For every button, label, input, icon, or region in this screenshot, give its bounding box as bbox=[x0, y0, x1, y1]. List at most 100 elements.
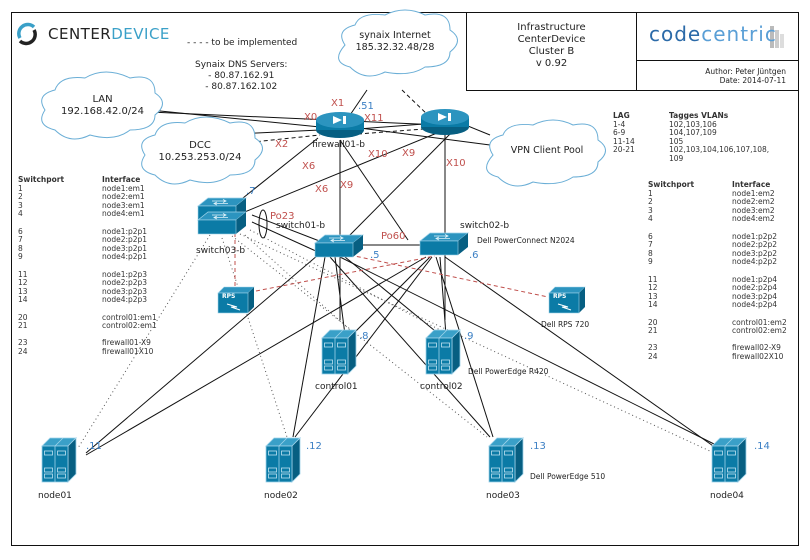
switchport-number: 1 bbox=[648, 188, 653, 198]
port-label-x2: X2 bbox=[275, 139, 289, 150]
switchport-number: 11 bbox=[648, 274, 658, 284]
interface-name: node1:em1 bbox=[102, 183, 145, 193]
switchport-number: 8 bbox=[18, 243, 23, 253]
switch02-ip: .6 bbox=[469, 250, 479, 261]
lag-vlans: 102,103,106 bbox=[669, 119, 717, 129]
diagram-title: Infrastructure CenterDevice Cluster B v … bbox=[467, 12, 637, 90]
control02-server-icon[interactable] bbox=[425, 329, 461, 375]
node04-server-icon[interactable] bbox=[711, 437, 747, 483]
port-table-header: Switchport Interface bbox=[18, 175, 198, 185]
port-row: 14 node4:p2p3 bbox=[18, 296, 198, 305]
cloud-name: DCC bbox=[189, 140, 211, 151]
switchport-number: 14 bbox=[18, 295, 28, 305]
switchport-number: 11 bbox=[18, 269, 28, 279]
interface-name: node2:p2p3 bbox=[102, 278, 148, 288]
header-interface: Interface bbox=[732, 180, 771, 189]
node03-server-icon[interactable] bbox=[488, 437, 524, 483]
switchport-number: 21 bbox=[18, 321, 28, 331]
port-table-header: Switchport Interface bbox=[648, 180, 798, 190]
switch02-model: Dell PowerConnect N2024 bbox=[477, 236, 575, 245]
firewall01-router-icon[interactable] bbox=[316, 112, 364, 138]
interface-name: node2:p2p2 bbox=[732, 240, 778, 250]
control01-label: control01 bbox=[315, 382, 358, 392]
switch02-icon[interactable] bbox=[419, 232, 469, 256]
cloud-dcc-label: DCC 10.253.253.0/24 bbox=[145, 140, 255, 164]
switchport-number: 6 bbox=[18, 226, 23, 236]
node02-server-icon[interactable] bbox=[265, 437, 301, 483]
interface-name: node4:em1 bbox=[102, 209, 145, 219]
date: Date: 2014-07-11 bbox=[719, 76, 786, 85]
interface-name: node1:p2p4 bbox=[732, 274, 778, 284]
rps-label: RPS bbox=[553, 293, 567, 300]
interface-name: node2:em1 bbox=[102, 192, 145, 202]
interface-name: node2:p2p4 bbox=[732, 283, 778, 293]
port-label-x9: X9 bbox=[340, 180, 354, 191]
header-vlans: Tagges VLANs bbox=[669, 111, 729, 120]
switch01-icon[interactable] bbox=[314, 234, 364, 258]
lag-ports: 20-21 bbox=[613, 145, 635, 155]
header-lag: LAG bbox=[613, 111, 630, 120]
cloud-cidr: 185.32.32.48/28 bbox=[355, 42, 435, 53]
interface-name: firewall01X10 bbox=[102, 346, 154, 356]
node04-label: node04 bbox=[710, 491, 744, 501]
switch03-ip: .7 bbox=[246, 186, 256, 197]
lag-vlans: 109 bbox=[669, 153, 684, 163]
interface-name: node4:p2p1 bbox=[102, 252, 148, 262]
codecentric-logo-icon bbox=[770, 26, 784, 48]
switchport-number: 12 bbox=[648, 283, 658, 293]
cloud-internet bbox=[338, 9, 458, 77]
author-block: Author: Peter Jüntgen Date: 2014-07-11 bbox=[637, 60, 798, 89]
node04-ip: .14 bbox=[754, 441, 770, 452]
node01-ip: .11 bbox=[86, 441, 102, 452]
cloud-name: LAN bbox=[92, 94, 113, 105]
lag-ports bbox=[613, 155, 669, 164]
switchport-number: 20 bbox=[18, 312, 28, 322]
control01-server-icon[interactable] bbox=[321, 329, 357, 375]
rps-icon-1[interactable] bbox=[217, 286, 255, 314]
switchport-number: 23 bbox=[648, 343, 658, 353]
dns-servers: Synaix DNS Servers: - 80.87.162.91 - 80.… bbox=[195, 60, 287, 93]
lag-vlans: 102,103,104,106,107,108, bbox=[669, 145, 770, 155]
switchport-number: 6 bbox=[648, 231, 653, 241]
logo-part1: code bbox=[649, 22, 702, 46]
switch03-label: switch03-b bbox=[196, 246, 246, 256]
switchport-number: 9 bbox=[648, 257, 653, 267]
po23-lag-ring bbox=[258, 209, 268, 239]
switchport-number: 24 bbox=[648, 351, 658, 361]
switch03-icon[interactable] bbox=[197, 197, 247, 235]
codecentric-logo: codecentric bbox=[649, 22, 777, 46]
rps-icon-2[interactable] bbox=[548, 286, 586, 314]
interface-name: node1:p2p1 bbox=[102, 226, 148, 236]
cloud-internet-label: synaix Internet 185.32.32.48/28 bbox=[345, 30, 445, 54]
switchport-number: 12 bbox=[18, 278, 28, 288]
port-label-x9: X9 bbox=[402, 148, 416, 159]
switchport-number: 7 bbox=[18, 235, 23, 245]
cloud-name: synaix Internet bbox=[359, 30, 431, 41]
rps-label: RPS bbox=[222, 293, 236, 300]
firewall02-router-icon[interactable] bbox=[421, 109, 469, 135]
port-label-x11: X11 bbox=[364, 113, 384, 124]
lag-ports: 1-4 bbox=[613, 119, 626, 129]
title-line: Infrastructure bbox=[517, 22, 586, 33]
switchport-number: 3 bbox=[18, 200, 23, 210]
control02-ip: .9 bbox=[464, 331, 474, 342]
interface-name: node3:em1 bbox=[102, 200, 145, 210]
node01-server-icon[interactable] bbox=[41, 437, 77, 483]
port-label-x6: X6 bbox=[315, 184, 329, 195]
interface-name: node2:p2p1 bbox=[102, 235, 148, 245]
rps2-model: Dell RPS 720 bbox=[541, 320, 590, 329]
links-dotted bbox=[77, 229, 713, 453]
port-row: 6 node1:p2p1 bbox=[18, 226, 198, 237]
interface-name: node4:p2p3 bbox=[102, 295, 148, 305]
